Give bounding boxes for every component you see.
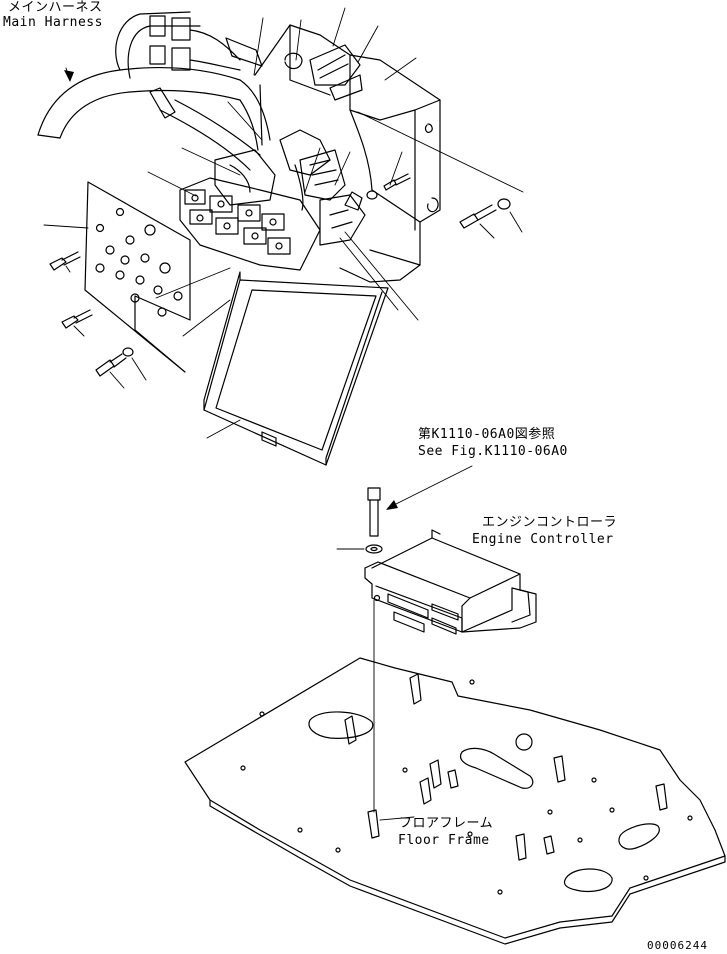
drawing-number: 00006244 <box>647 939 708 952</box>
arrowheads <box>64 70 398 510</box>
engine-controller-label: Engine Controller <box>472 532 614 547</box>
floor-frame <box>184 657 726 945</box>
harness-bundle <box>214 79 331 211</box>
main-harness-cable <box>37 11 263 171</box>
tray <box>203 271 389 466</box>
engine-controller-label-jp: エンジンコントローラ <box>482 515 618 530</box>
see-fig-label-jp: 第K1110-06A0図参照 <box>418 427 556 442</box>
floor-frame-label: Floor Frame <box>398 833 490 848</box>
bolts <box>49 173 511 377</box>
controller-bolt <box>336 487 383 813</box>
main-harness-label-jp: メインハーネス <box>8 0 103 15</box>
main-harness-label: Main Harness <box>3 15 103 30</box>
connector-block <box>179 149 366 271</box>
see-fig-label: See Fig.K1110-06A0 <box>418 444 568 459</box>
callout-leaders <box>379 465 473 821</box>
engine-controller <box>364 529 537 635</box>
floor-frame-label-jp: フロアフレーム <box>399 816 494 831</box>
leader-lines <box>43 7 524 439</box>
bracket-housing <box>254 24 441 283</box>
connector-plate <box>84 181 191 373</box>
